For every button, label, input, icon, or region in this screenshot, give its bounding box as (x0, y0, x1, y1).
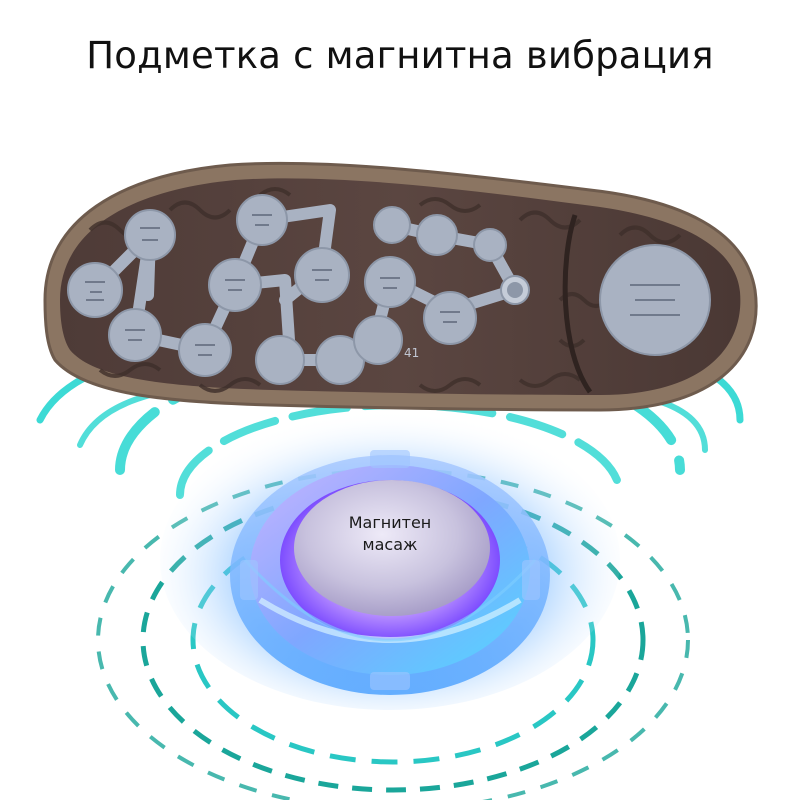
page-title: Подметка с магнитна вибрация (86, 34, 714, 77)
size-mark: 41 (404, 346, 419, 360)
badge-line-1: Магнитен (348, 513, 432, 532)
magnetic-massage-label: Магнитен масаж (320, 512, 460, 556)
insole: 41 (43, 161, 758, 412)
badge-line-2: масаж (362, 535, 418, 554)
magnetic-disc (230, 450, 550, 695)
